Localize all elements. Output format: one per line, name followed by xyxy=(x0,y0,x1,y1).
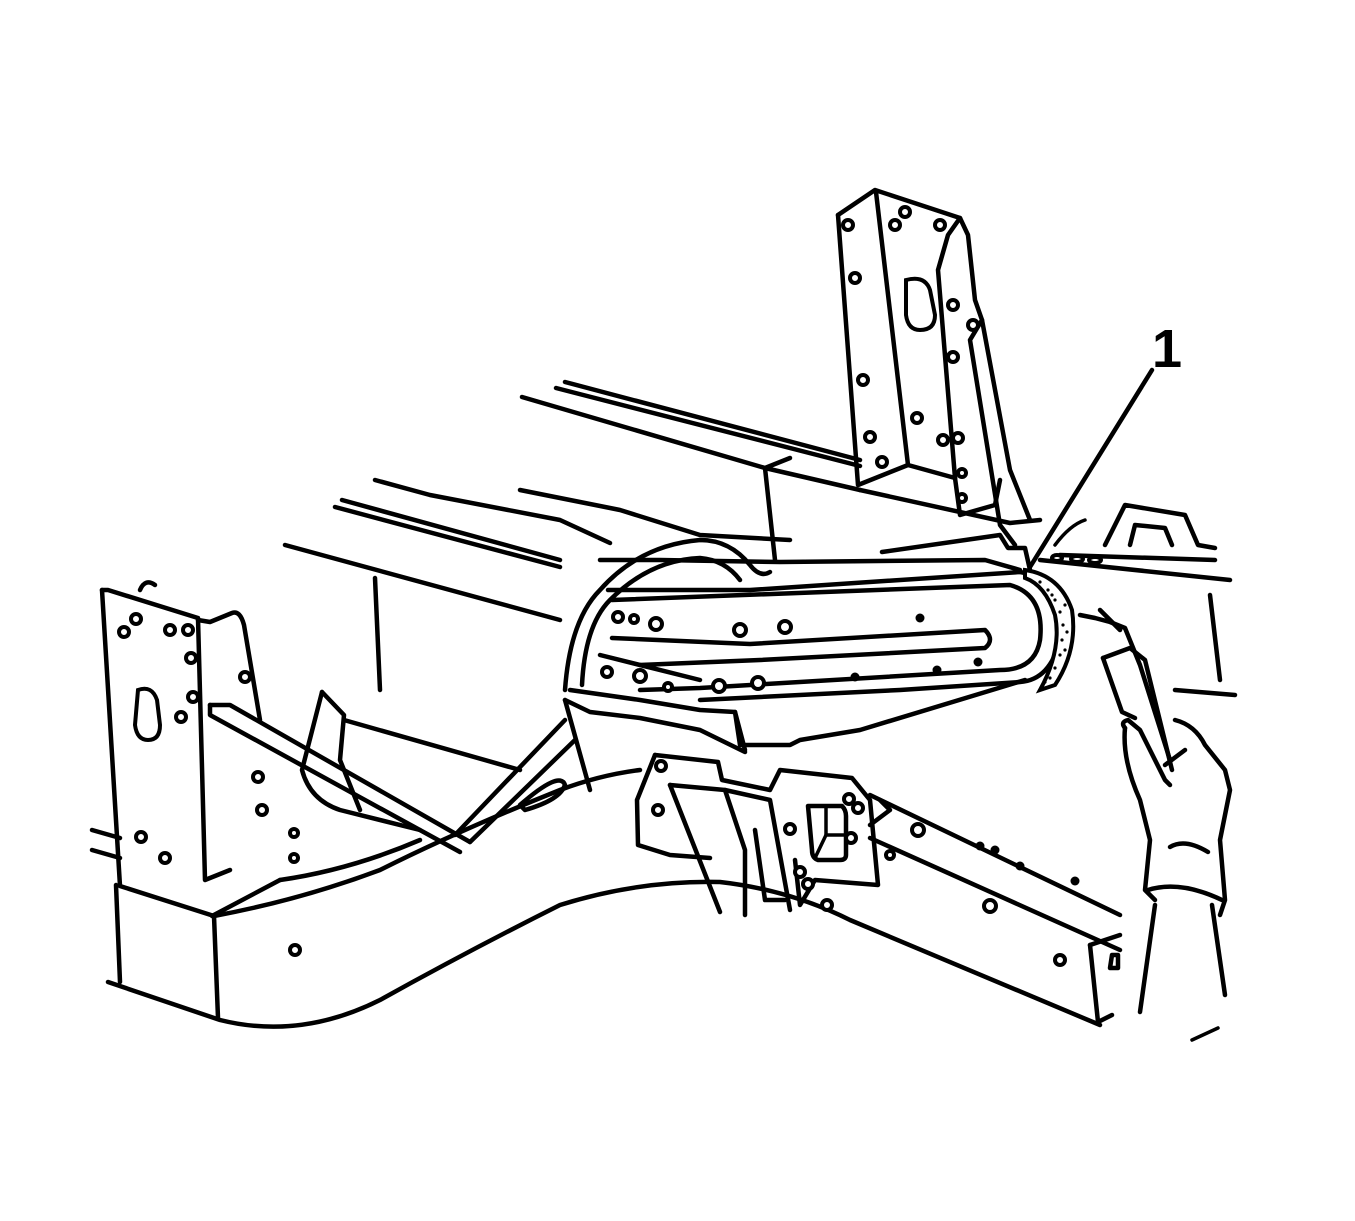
background-rails xyxy=(282,379,1043,693)
upper-rear-bracket xyxy=(835,187,1033,548)
center-rail xyxy=(562,532,1064,755)
callout-leader-line xyxy=(1027,367,1155,570)
right-end-bracket xyxy=(1087,932,1123,1025)
diagonal-brace xyxy=(207,689,593,855)
gloved-hand xyxy=(1077,607,1233,1042)
curved-tube xyxy=(562,537,773,693)
center-bracket xyxy=(634,752,881,918)
callout-label-1: 1 xyxy=(1152,319,1183,379)
right-rail-structure xyxy=(1037,502,1238,698)
left-front-bracket xyxy=(99,580,300,919)
sealer-bead xyxy=(1023,567,1076,694)
crossmember xyxy=(89,767,1123,1029)
